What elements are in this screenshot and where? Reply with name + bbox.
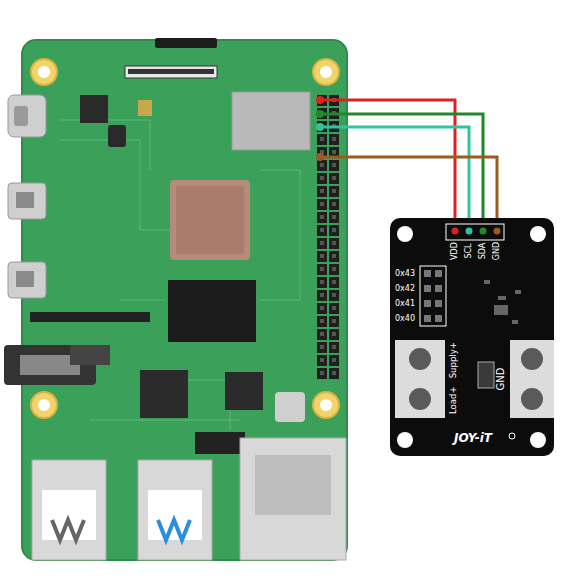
- jumper-wires: [320, 100, 497, 228]
- brand-logo: JOY-iT: [454, 432, 492, 444]
- address-label: 0x42: [395, 285, 415, 293]
- raspberry-pi: [4, 38, 347, 560]
- ina219-module: [390, 218, 554, 456]
- pin-label: VDD: [451, 242, 459, 260]
- terminal-label: GND: [496, 368, 506, 391]
- pin-label: SCL: [465, 243, 473, 258]
- address-label: 0x43: [395, 270, 415, 278]
- terminal-label: Load+: [449, 386, 458, 414]
- address-label: 0x41: [395, 300, 415, 308]
- address-label: 0x40: [395, 315, 415, 323]
- pin-label: GND: [493, 242, 501, 260]
- pin-label: SDA: [479, 243, 487, 260]
- terminal-label: Supply+: [449, 342, 458, 378]
